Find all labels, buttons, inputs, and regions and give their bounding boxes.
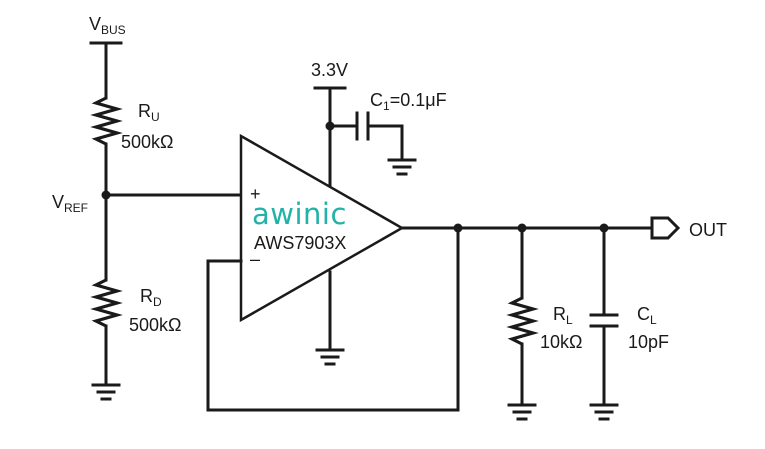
cl-value: 10pF bbox=[628, 332, 669, 352]
resistor-rl bbox=[506, 296, 539, 346]
ru-label: RU bbox=[138, 101, 160, 124]
feedback-wire bbox=[206, 226, 460, 412]
brand-logo: awinic bbox=[252, 197, 347, 231]
resistor-ru bbox=[90, 96, 123, 146]
ru-value: 500kΩ bbox=[121, 132, 174, 152]
rd-value: 500kΩ bbox=[129, 315, 182, 335]
vbus-label: VBUS bbox=[89, 14, 126, 37]
output-label: OUT bbox=[689, 220, 727, 240]
ground-rd-icon bbox=[91, 383, 121, 401]
output-junction-1 bbox=[453, 223, 463, 233]
opamp-plus-sign: + bbox=[250, 184, 261, 204]
capacitor-c1 bbox=[328, 111, 404, 162]
part-number: AWS7903X bbox=[254, 233, 346, 253]
output-port-icon bbox=[650, 216, 681, 240]
opamp-minus-sign: – bbox=[250, 249, 260, 269]
c1-label: C1=0.1μF bbox=[370, 90, 447, 113]
rl-label: RL bbox=[553, 304, 573, 327]
rl-value: 10kΩ bbox=[540, 332, 582, 352]
vref-label: VREF bbox=[52, 192, 88, 215]
ground-cl-icon bbox=[589, 403, 619, 421]
opamp-triangle bbox=[239, 133, 405, 323]
capacitor-cl bbox=[589, 313, 619, 328]
ground-rl-icon bbox=[507, 403, 537, 421]
supply-3v3-label: 3.3V bbox=[311, 60, 348, 80]
vbus-terminal bbox=[89, 41, 123, 100]
resistor-rd bbox=[90, 278, 123, 328]
cl-label: CL bbox=[637, 304, 657, 327]
supply-3v3-terminal bbox=[313, 86, 347, 188]
ground-c1-icon bbox=[387, 158, 417, 176]
ground-opamp-icon bbox=[315, 348, 345, 366]
rd-label: RD bbox=[140, 286, 162, 309]
